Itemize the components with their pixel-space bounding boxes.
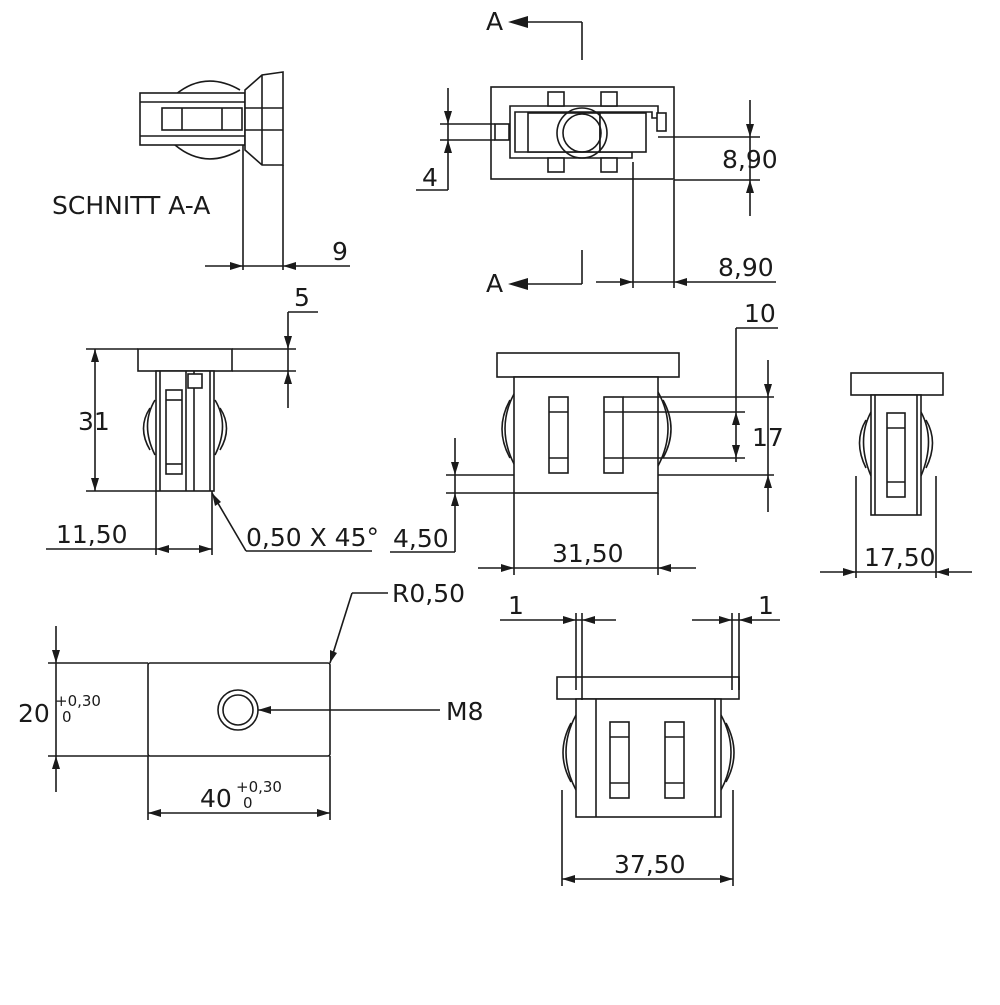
- dim-9-label: 9: [332, 237, 348, 266]
- dim-1750-label: 17,50: [864, 543, 936, 572]
- dim-1-left-label: 1: [508, 591, 524, 620]
- dim-450-label: 4,50: [393, 524, 449, 553]
- dim-3150: 31,50: [478, 493, 696, 575]
- dim-890-bottom-label: 8,90: [718, 253, 774, 282]
- dim-890-bottom: 8,90: [596, 162, 776, 288]
- section-mark-bottom: A: [486, 250, 583, 298]
- dim-1750: 17,50: [820, 476, 972, 578]
- dim-chamfer: 0,50 X 45°: [211, 492, 379, 552]
- section-label: SCHNITT A-A: [52, 191, 210, 220]
- bottom-view: [147, 662, 331, 757]
- section-mark-top: A: [486, 7, 583, 60]
- dim-4-label: 4: [422, 163, 438, 192]
- dim-20-tol-upper: +0,30: [55, 692, 101, 710]
- dim-5-label: 5: [294, 283, 310, 312]
- dim-1150: 11,50: [46, 491, 213, 555]
- dim-31: 31: [78, 348, 156, 492]
- dim-5: 5: [232, 283, 318, 408]
- dim-40-tol-lower: 0: [243, 794, 253, 812]
- dim-1-left: 1: [500, 591, 616, 700]
- dim-40-label: 40: [200, 784, 232, 813]
- top-view: [490, 86, 675, 180]
- left-side-view: [137, 348, 233, 492]
- dim-20: 20 +0,30 0: [18, 626, 148, 792]
- section-mark-top-label: A: [486, 7, 503, 36]
- dim-17: 17: [623, 411, 784, 459]
- dim-40: 40 +0,30 0: [147, 756, 331, 820]
- dim-chamfer-label: 0,50 X 45°: [246, 523, 379, 552]
- dim-1-right: 1: [692, 591, 780, 690]
- dim-3150-label: 31,50: [552, 539, 624, 568]
- dim-m8-label: M8: [446, 697, 483, 726]
- rear-view: [556, 676, 740, 818]
- dim-20-label: 20: [18, 699, 50, 728]
- dim-1150-label: 11,50: [56, 520, 128, 549]
- right-side-view: [850, 372, 944, 516]
- dim-3750-label: 37,50: [614, 850, 686, 879]
- dim-20-tol-lower: 0: [62, 708, 72, 726]
- section-mark-bottom-label: A: [486, 269, 503, 298]
- dim-m8: M8: [258, 697, 483, 726]
- dim-31-label: 31: [78, 407, 110, 436]
- dim-10: 10: [623, 299, 778, 512]
- dim-3750: 37,50: [561, 790, 734, 886]
- dim-r050: R0,50: [329, 579, 465, 664]
- dim-450: 4,50: [390, 438, 514, 553]
- dim-r050-label: R0,50: [392, 579, 465, 608]
- dim-9: 9: [205, 237, 350, 270]
- dim-890-right: 8,90: [658, 100, 778, 216]
- front-view: [496, 352, 680, 494]
- section-view-a-a: [139, 71, 284, 270]
- dim-890-right-label: 8,90: [722, 145, 778, 174]
- dim-17-label: 17: [752, 423, 784, 452]
- dim-10-label: 10: [744, 299, 776, 328]
- dim-4: 4: [416, 88, 495, 192]
- dim-1-right-label: 1: [758, 591, 774, 620]
- dim-40-tol-upper: +0,30: [236, 778, 282, 796]
